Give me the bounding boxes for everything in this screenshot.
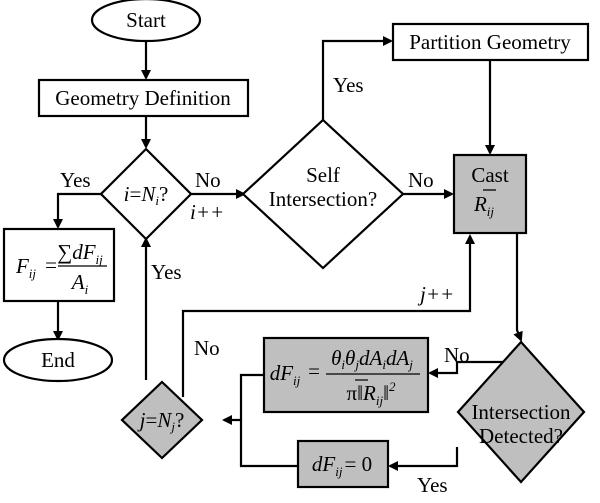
edge-labels: Yes No i++ Yes No j++ No Yes No Yes xyxy=(60,73,470,497)
fij-denominator: Ai xyxy=(70,270,89,297)
dfij-zero-label: dFij= 0 xyxy=(312,452,372,479)
self-intersection-node: Self Intersection? xyxy=(241,118,405,270)
label-yes-i: Yes xyxy=(60,168,91,192)
dfij-eq: = xyxy=(308,359,320,383)
label-no-j: No xyxy=(194,336,220,360)
self-intersection-line2: Intersection? xyxy=(269,187,377,211)
fij-lhs: Fij xyxy=(15,254,36,281)
label-yes-j: Yes xyxy=(151,260,182,284)
intersection-detected-line2: Detected? xyxy=(479,424,563,448)
label-yes-self: Yes xyxy=(333,73,364,97)
label-no-intersection: No xyxy=(444,343,470,367)
edge-intersection-no-to-dfij xyxy=(428,360,521,378)
i-check-node: i=Ni? xyxy=(99,147,193,241)
end-node: End xyxy=(2,337,114,383)
partition-geometry-label: Partition Geometry xyxy=(409,30,571,54)
j-check-node: j=Nj? xyxy=(120,380,204,460)
fij-numerator: ∑dFij xyxy=(57,240,103,267)
end-label: End xyxy=(41,348,75,372)
dfij-numerator: θiθjdAidAj xyxy=(331,346,413,372)
label-no-self: No xyxy=(408,168,434,192)
edge-jcheck-no-to-cast xyxy=(181,234,475,397)
self-intersection-line1: Self xyxy=(306,163,340,187)
cast-label: Cast xyxy=(471,163,509,187)
partition-geometry-node: Partition Geometry xyxy=(391,22,590,62)
dfij-denominator: π‖Rij‖2 xyxy=(347,379,396,408)
edge-dfij-to-jcheck xyxy=(222,373,264,425)
start-label: Start xyxy=(126,8,166,32)
start-node: Start xyxy=(90,0,202,43)
cast-node: Cast Rij xyxy=(452,153,528,235)
dfij-zero-node: dFij= 0 xyxy=(296,439,390,489)
i-check-label: i=Ni? xyxy=(124,182,169,208)
edge-self-yes-to-partition xyxy=(321,36,393,120)
edge-zero-to-jcheck xyxy=(239,420,298,468)
edge-icheck-yes-to-fij xyxy=(53,192,101,229)
dfij-lhs: dFij xyxy=(270,361,301,388)
cast-vector: Rij xyxy=(473,192,494,219)
fij-eq: = xyxy=(45,253,57,277)
label-yes-intersection: Yes xyxy=(417,473,448,497)
geometry-definition-node: Geometry Definition xyxy=(37,78,250,118)
label-no-i: No xyxy=(195,168,221,192)
connectors xyxy=(53,36,523,471)
intersection-detected-line1: Intersection xyxy=(471,400,571,424)
edge-cast-to-intersection xyxy=(513,233,523,342)
fij-node: Fij = ∑dFij Ai xyxy=(2,227,116,303)
dfij-formula-node: dFij = θiθjdAidAj π‖Rij‖2 xyxy=(262,336,430,414)
intersection-detected-node: Intersection Detected? xyxy=(456,340,586,484)
geometry-definition-label: Geometry Definition xyxy=(55,86,231,110)
label-i-increment: i++ xyxy=(190,200,224,224)
j-check-label: j=Nj? xyxy=(137,408,185,434)
edge-intersection-yes-to-zero xyxy=(388,447,459,471)
label-j-increment: j++ xyxy=(417,282,454,306)
